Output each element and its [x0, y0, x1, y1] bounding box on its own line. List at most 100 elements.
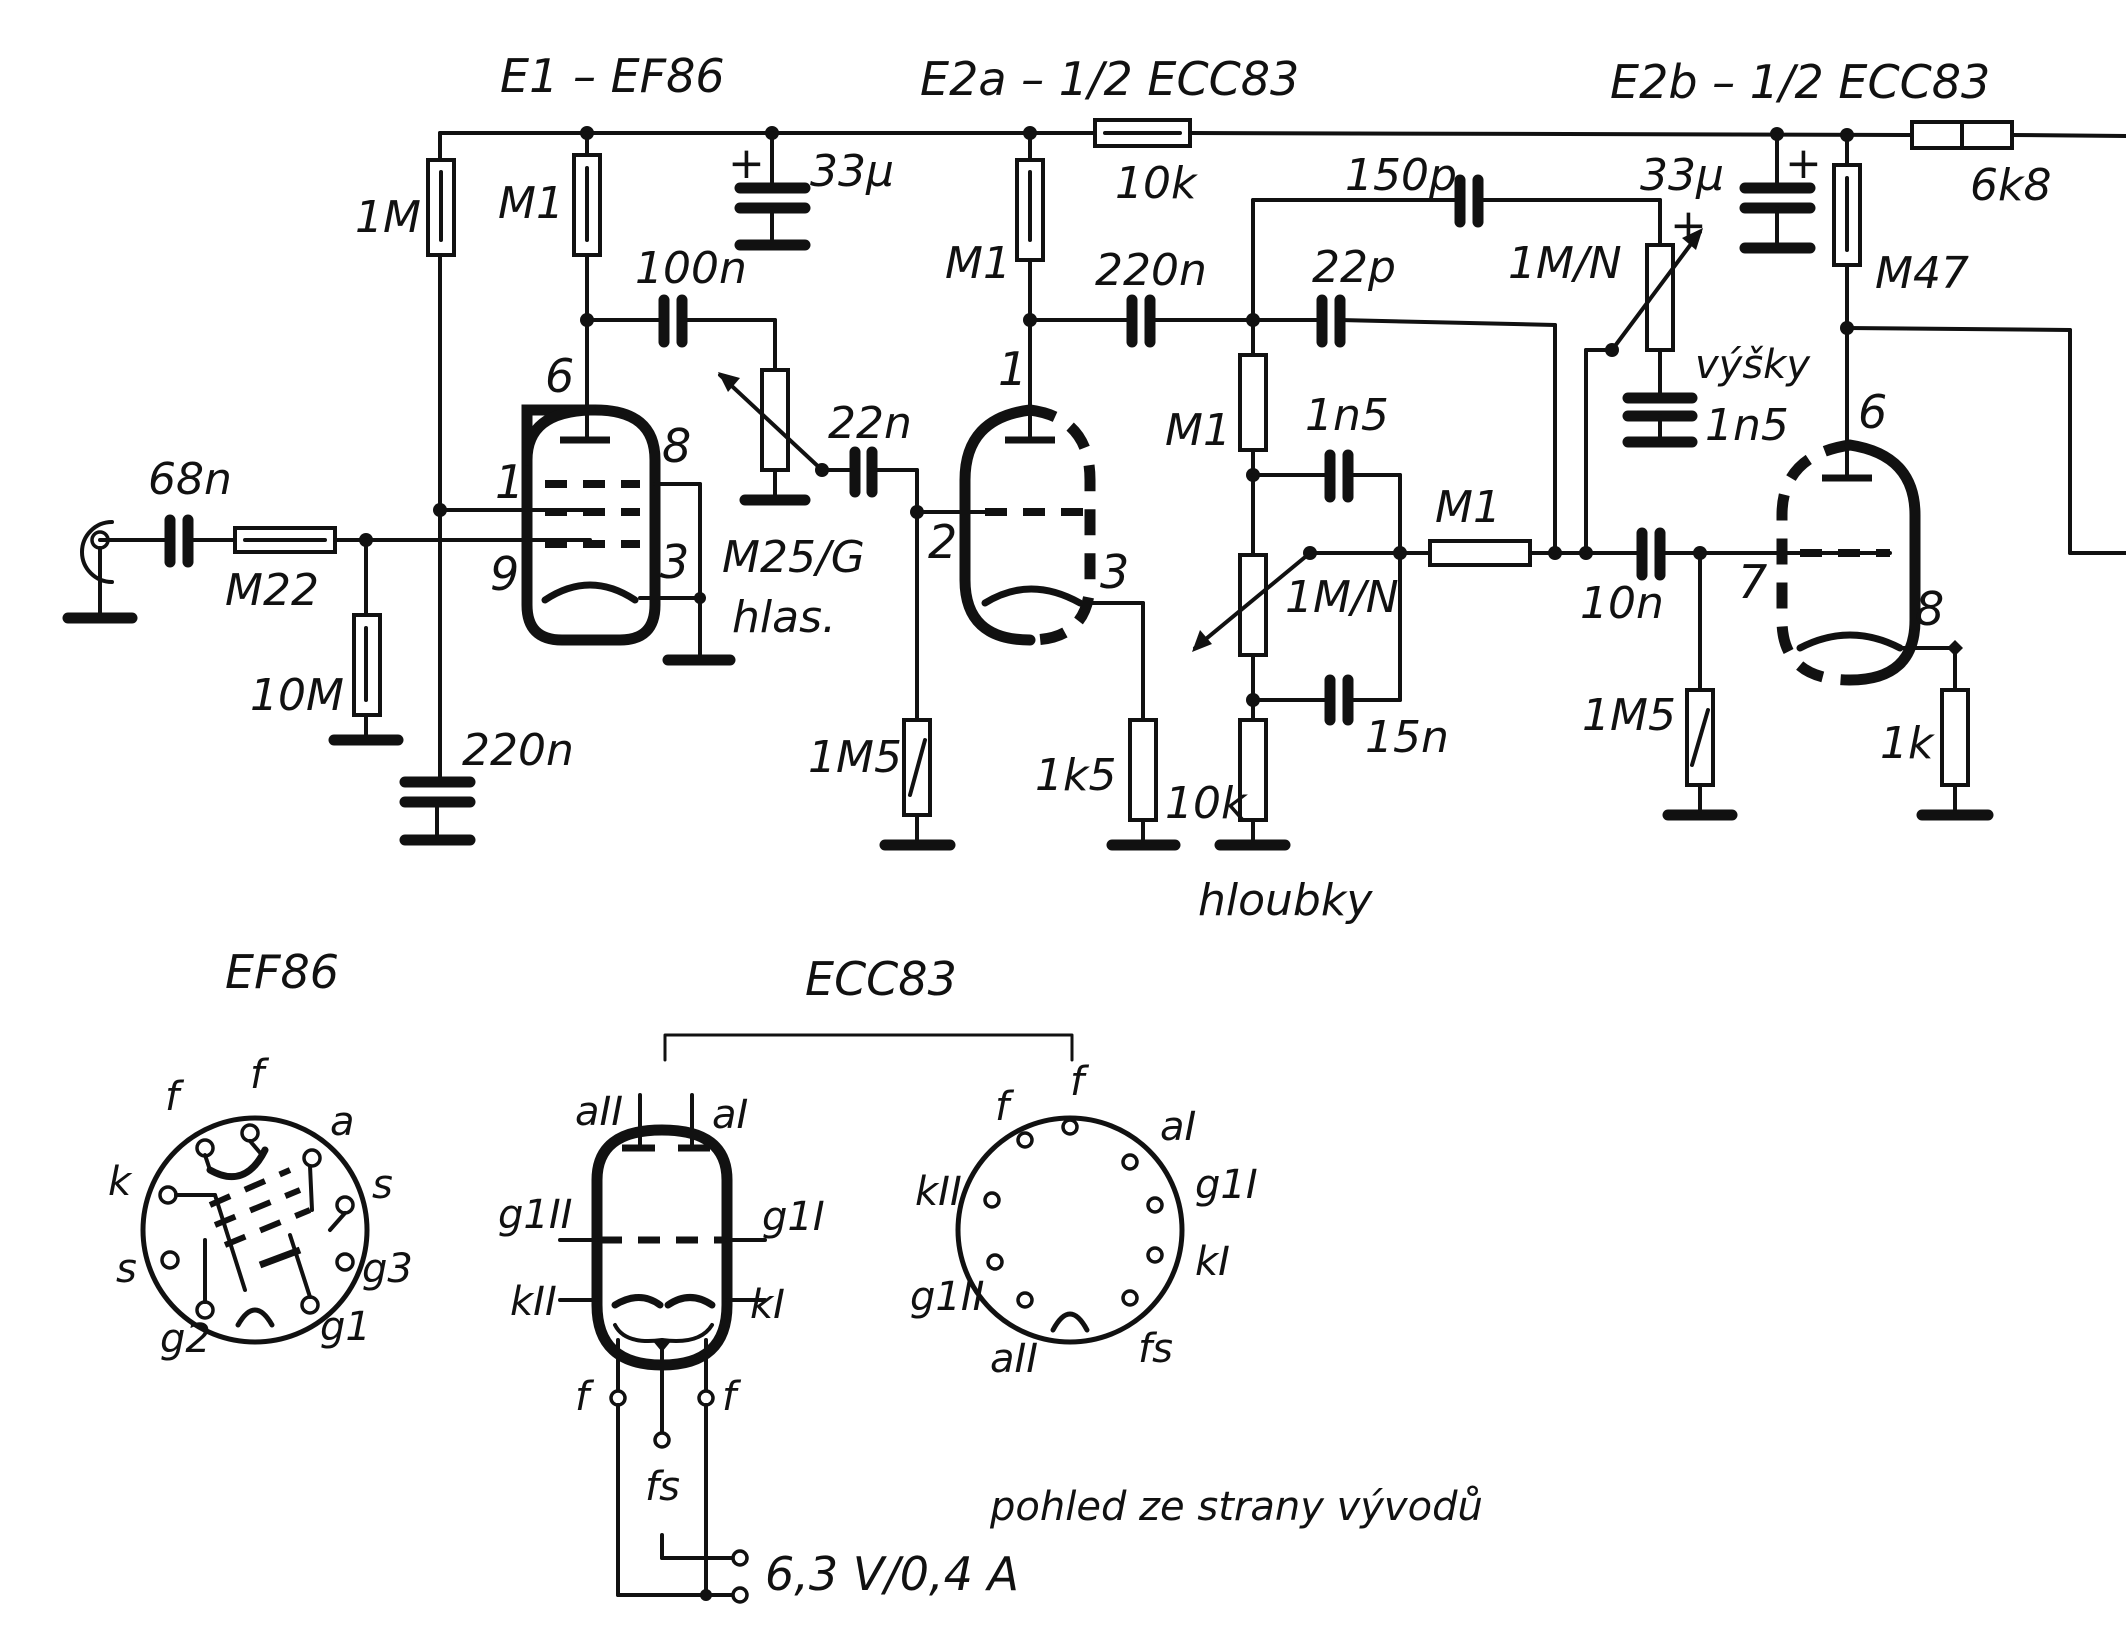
label-r-grid1: 10M — [250, 670, 344, 721]
label-pot-treble: 1M/N — [1508, 238, 1622, 289]
capacitor-1n5-bass — [1324, 449, 1354, 503]
label-r-screen: 1M — [355, 192, 421, 243]
label-r-plate3: M47 — [1875, 248, 1969, 299]
capacitor-22n — [849, 446, 878, 498]
label-r-in: M22 — [225, 565, 319, 616]
tube-e1-ef86 — [521, 404, 661, 646]
label-c-in: 68n — [148, 454, 232, 505]
label-r-mix: M1 — [1435, 482, 1501, 533]
ecc83-label-kII: kII — [510, 1279, 557, 1325]
ecc83-label-kI: kI — [750, 1282, 785, 1328]
capacitor-33u-supply2 — [1739, 182, 1816, 254]
ecc83-label-f-right: f — [722, 1374, 742, 1420]
label-treble-name: výšky — [1695, 342, 1811, 388]
pin-e1-anode: 6 — [545, 349, 574, 403]
ecc83-socket-label-kII: kII — [915, 1169, 962, 1215]
pin-e1-k: 3 — [660, 535, 689, 589]
label-c-15n: 15n — [1365, 712, 1449, 763]
pin-e2b-g: 7 — [1738, 555, 1767, 609]
label-r-tone-top: M1 — [1165, 405, 1231, 456]
ef86-label-f2: f — [250, 1052, 270, 1098]
pin-e2b-k: 8 — [1915, 582, 1944, 636]
ef86-socket-diagram — [140, 1115, 370, 1345]
ef86-label-a: a — [330, 1099, 355, 1145]
ecc83-socket-label-aII: aII — [990, 1336, 1038, 1382]
title-pinout-ecc83: ECC83 — [805, 952, 957, 1006]
label-c-supply2: 33µ — [1640, 150, 1724, 201]
title-e1: E1 – EF86 — [500, 49, 725, 103]
title-pinout-ef86: EF86 — [225, 945, 339, 999]
label-c-1n5-bass: 1n5 — [1305, 390, 1389, 441]
capacitor-22p — [1316, 294, 1346, 348]
pin-e2a-g: 2 — [928, 515, 957, 569]
ecc83-socket-label-kI: kI — [1195, 1239, 1230, 1285]
capacitor-100n — [658, 294, 688, 348]
label-c-couple1: 100n — [635, 243, 747, 294]
label-r-grid3: 1M5 — [1582, 690, 1676, 741]
ecc83-tube-diagram — [558, 1093, 767, 1604]
potentiometer-bass[interactable] — [1238, 553, 1268, 657]
input-jack-symbol — [62, 520, 167, 624]
title-e2a: E2a – 1/2 ECC83 — [920, 52, 1299, 106]
ecc83-socket-label-f2: f — [1070, 1059, 1090, 1105]
capacitor-15n — [1324, 674, 1354, 726]
label-pot-volume-name: hlas. — [732, 592, 836, 643]
label-c-1n5-treble: 1n5 — [1705, 400, 1789, 451]
ecc83-label-f-left: f — [575, 1374, 595, 1420]
ecc83-socket-label-aI: aI — [1160, 1104, 1196, 1150]
pin-e2a-k: 3 — [1100, 545, 1129, 599]
capacitor-1n5-treble — [1622, 392, 1698, 448]
label-c-supply1: 33µ — [810, 146, 894, 197]
label-pot-volume: M25/G — [722, 532, 865, 583]
ecc83-label-aI: aI — [712, 1092, 748, 1138]
supply-rail — [438, 131, 2126, 138]
label-r-decouple1: 10k — [1115, 158, 1198, 209]
resistor-1k-cathode3 — [1940, 688, 1970, 787]
pin-e2b-a: 6 — [1858, 385, 1887, 439]
heater-supply-label: 6,3 V/0,4 A — [765, 1547, 1019, 1601]
ecc83-socket-label-f1: f — [995, 1084, 1015, 1130]
ecc83-label-g1I: g1I — [762, 1194, 825, 1240]
label-c-treble-top: 150p — [1345, 150, 1457, 201]
plus-sign-c2: + — [1785, 138, 1822, 189]
ecc83-socket-diagram — [955, 1115, 1185, 1345]
pin-e1-g3: 1 — [495, 455, 524, 509]
resistor-1k5-cathode2 — [1128, 718, 1158, 822]
label-r-plate1: M1 — [498, 178, 564, 229]
ecc83-label-g1II: g1II — [498, 1192, 572, 1238]
capacitor-220n-couple — [1126, 294, 1156, 348]
label-r-tone-bottom: 10k — [1165, 778, 1248, 829]
capacitor-33u-supply1 — [734, 182, 811, 251]
ecc83-socket-label-g1I: g1I — [1195, 1162, 1258, 1208]
plus-sign-pot: + — [1670, 200, 1707, 251]
capacitor-150p — [1454, 174, 1484, 228]
label-pot-bass: 1M/N — [1285, 572, 1399, 623]
capacitor-68n — [164, 514, 237, 568]
ecc83-socket-label-g1II: g1II — [910, 1274, 984, 1320]
resistor-m1-tone-top — [1238, 353, 1268, 452]
label-bass-name: hloubky — [1198, 875, 1373, 926]
capacitor-10n — [1636, 527, 1666, 581]
label-r-cath2: 1k5 — [1035, 750, 1116, 801]
ef86-label-f1: f — [165, 1074, 185, 1120]
ecc83-label-fs: fs — [645, 1464, 680, 1510]
label-c-couple2: 22n — [828, 398, 912, 449]
label-c-couple4: 10n — [1580, 578, 1664, 629]
label-r-cath3: 1k — [1880, 718, 1935, 769]
label-r-plate2: M1 — [945, 238, 1011, 289]
ef86-label-g2: g2 — [160, 1316, 211, 1362]
ef86-label-g1: g1 — [320, 1304, 371, 1350]
ef86-label-s2: s — [116, 1246, 137, 1292]
label-r-grid2: 1M5 — [808, 732, 902, 783]
label-c-screen: 220n — [462, 725, 574, 776]
pin-e2a-a: 1 — [998, 342, 1027, 396]
resistor-m1-mix — [1428, 539, 1532, 567]
ecc83-label-aII: aII — [575, 1089, 623, 1135]
label-c-22p: 22p — [1312, 242, 1396, 293]
capacitor-220n-screen — [399, 776, 476, 846]
plus-sign-c1: + — [728, 138, 765, 189]
tube-e2a-triode — [959, 404, 1096, 646]
ef86-label-k: k — [108, 1159, 133, 1205]
pin-e1-g1: 9 — [490, 547, 519, 601]
